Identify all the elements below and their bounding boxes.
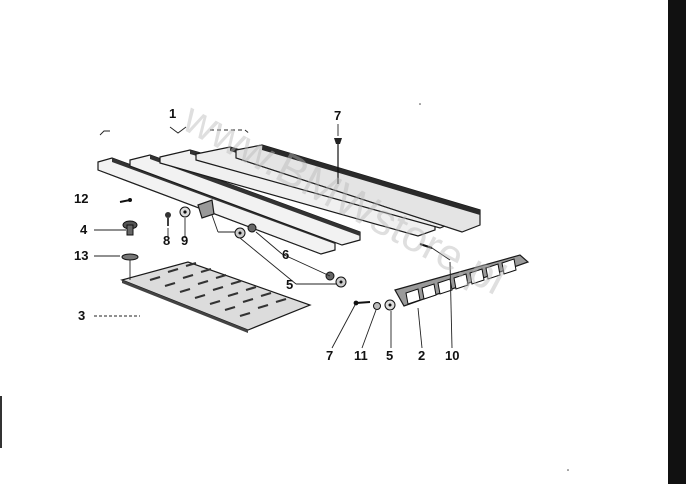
retaining-clip [121,253,139,280]
callout-4: 4 [80,222,88,237]
scan-edge-right [668,0,686,484]
scan-speck [567,469,569,471]
callout-6: 6 [282,247,289,262]
screw-10 [419,243,451,261]
washer-11 [373,302,381,310]
washer-5-bottom [384,299,396,311]
screw-7-bottom [353,300,371,306]
louvered-grille [394,254,530,307]
leader-lines [94,124,453,349]
washer-5 [234,227,246,239]
screw-7-top [334,138,342,184]
screw-12 [119,198,132,203]
callout-2: 2 [418,348,425,363]
mounting-bracket [197,199,240,233]
scan-edge-left [0,396,2,448]
callout-13: 13 [74,248,88,263]
callout-1: 1 [169,106,176,121]
callout-12: 12 [74,191,88,206]
rail-strip [235,144,481,233]
nut-6 [247,223,257,233]
bolt-8 [165,212,171,226]
callout-8: 8 [163,233,170,248]
washer-5 [335,276,347,288]
callout-9: 9 [181,233,188,248]
washer-9 [179,206,191,218]
scan-speck [419,103,421,105]
callout-7-bottom: 7 [326,348,333,363]
callout-5-bottom: 5 [386,348,393,363]
callout-5: 5 [286,277,293,292]
callout-11: 11 [354,348,368,363]
callout-3: 3 [78,308,85,323]
perforated-cover-plate [120,261,312,333]
callout-7-top: 7 [334,108,341,123]
part-1-bracket [99,126,251,136]
knob-screw [122,220,138,236]
callout-10: 10 [445,348,459,363]
